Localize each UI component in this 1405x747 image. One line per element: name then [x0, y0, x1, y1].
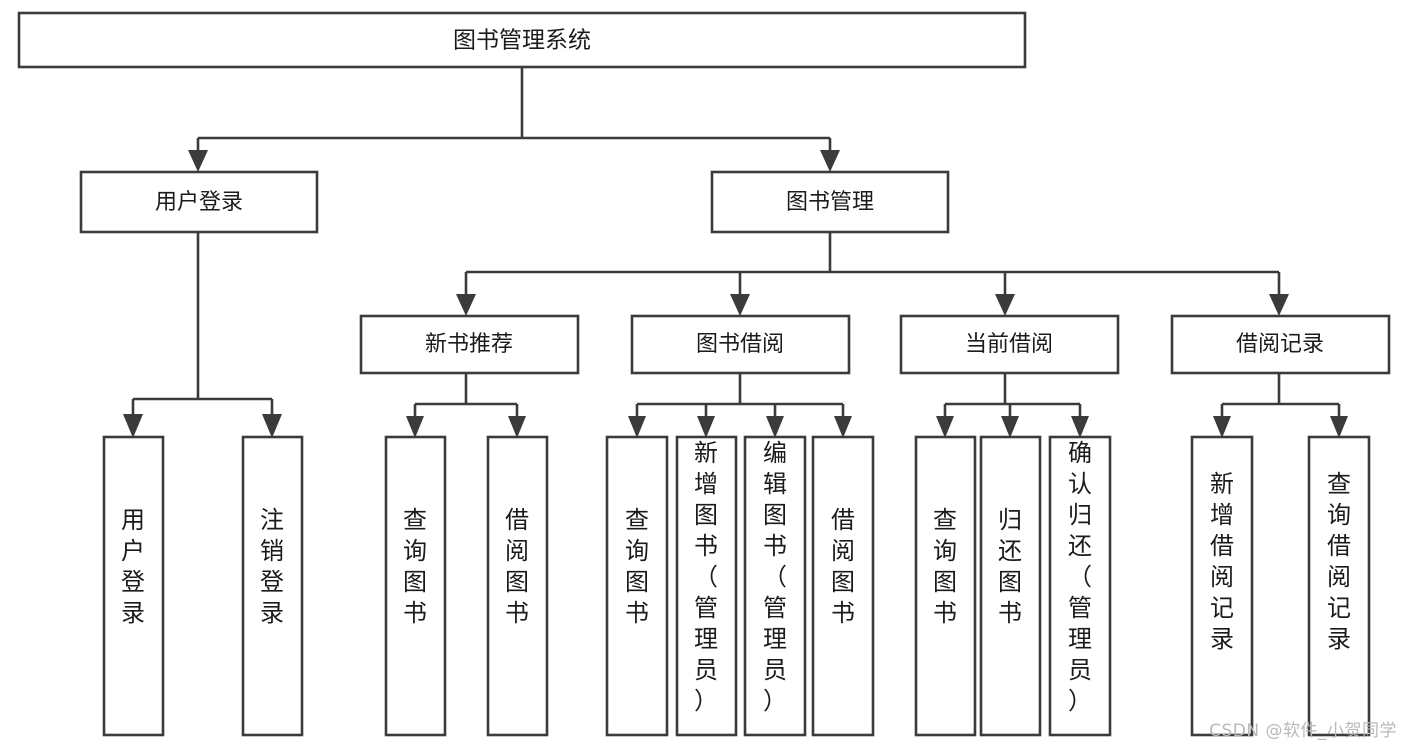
arrow-icon-new-book — [456, 294, 476, 316]
arrow-icon-leaf-return-book — [1001, 416, 1019, 438]
node-leaf-query-book-2-label: 查询图书 — [625, 506, 649, 627]
arrow-icon-leaf-user-logout — [262, 414, 282, 438]
node-leaf-borrow-book-2[interactable]: 借阅图书 — [811, 435, 875, 737]
arrow-icon-leaf-add-book — [697, 416, 715, 438]
node-leaf-query-book-3-label: 查询图书 — [933, 506, 957, 627]
node-leaf-edit-book[interactable]: 编辑图书（管理员） — [743, 435, 807, 737]
arrow-icon-leaf-query-book-3 — [936, 416, 954, 438]
arrow-icon-leaf-confirm-return — [1071, 416, 1089, 438]
node-current-borrow-label: 当前借阅 — [965, 332, 1053, 357]
node-leaf-add-record-box[interactable] — [1190, 435, 1254, 737]
node-leaf-return-book[interactable]: 归还图书 — [979, 435, 1042, 737]
node-user-login-box[interactable] — [79, 170, 319, 234]
arrow-icon-leaf-user-login — [123, 414, 143, 438]
node-leaf-add-book[interactable]: 新增图书（管理员） — [675, 435, 738, 737]
node-leaf-confirm-return-box[interactable] — [1048, 435, 1112, 737]
node-book-management-label: 图书管理 — [786, 190, 874, 215]
node-borrow-record[interactable]: 借阅记录 — [1170, 314, 1391, 375]
node-book-management[interactable]: 图书管理 — [710, 170, 950, 234]
arrow-icon-book-management — [820, 150, 840, 172]
arrow-icon-leaf-add-record — [1213, 416, 1231, 438]
node-leaf-user-logout-label: 注销登录 — [260, 506, 284, 627]
arrow-icon-leaf-borrow-book-2 — [834, 416, 852, 438]
node-leaf-borrow-book-2-box[interactable] — [811, 435, 875, 737]
node-leaf-user-logout[interactable]: 注销登录 — [241, 435, 304, 737]
node-leaf-user-login-box[interactable] — [102, 435, 165, 737]
node-leaf-borrow-book-1[interactable]: 借阅图书 — [486, 435, 549, 737]
arrow-icon-leaf-query-book-2 — [628, 416, 646, 438]
arrow-icon-leaf-query-record — [1330, 416, 1348, 438]
node-leaf-query-book-2[interactable]: 查询图书 — [605, 435, 669, 737]
node-current-borrow-box[interactable] — [899, 314, 1120, 375]
node-current-borrow[interactable]: 当前借阅 — [899, 314, 1120, 375]
node-borrow-record-label: 借阅记录 — [1236, 332, 1324, 357]
csdn-watermark: CSDN @软件_小贺同学 — [1209, 721, 1397, 741]
node-leaf-return-book-label: 归还图书 — [998, 506, 1022, 627]
node-leaf-query-book-3[interactable]: 查询图书 — [914, 435, 977, 737]
node-user-login[interactable]: 用户登录 — [79, 170, 319, 234]
node-leaf-return-book-box[interactable] — [979, 435, 1042, 737]
node-book-management-box[interactable] — [710, 170, 950, 234]
node-leaf-query-book-2-box[interactable] — [605, 435, 669, 737]
node-new-book-recommend-box[interactable] — [359, 314, 580, 375]
arrow-icon-leaf-edit-book — [766, 416, 784, 438]
arrow-icon-current-borrow — [995, 294, 1015, 316]
arrow-icon-user-login — [188, 150, 208, 172]
node-leaf-query-book-1[interactable]: 查询图书 — [384, 435, 447, 737]
arrowhead-layer — [123, 150, 1348, 438]
node-leaf-add-book-box[interactable] — [675, 435, 738, 737]
node-leaf-edit-book-box[interactable] — [743, 435, 807, 737]
node-leaf-edit-book-label: 编辑图书（管理员） — [763, 439, 787, 715]
node-borrow-record-box[interactable] — [1170, 314, 1391, 375]
node-leaf-query-book-1-box[interactable] — [384, 435, 447, 737]
node-leaf-query-book-3-box[interactable] — [914, 435, 977, 737]
node-leaf-user-login-label: 用户登录 — [121, 506, 145, 627]
node-leaf-query-record-label: 查询借阅记录 — [1327, 470, 1351, 653]
node-leaf-add-record[interactable]: 新增借阅记录 — [1190, 435, 1254, 737]
arrow-icon-book-borrow — [730, 294, 750, 316]
node-leaf-borrow-book-1-label: 借阅图书 — [505, 506, 529, 627]
arrow-icon-borrow-record — [1269, 294, 1289, 316]
node-leaf-confirm-return[interactable]: 确认归还（管理员） — [1048, 435, 1112, 737]
node-book-borrow-label: 图书借阅 — [696, 332, 784, 357]
node-leaf-user-login[interactable]: 用户登录 — [102, 435, 165, 737]
node-leaf-user-logout-box[interactable] — [241, 435, 304, 737]
leaf-node-group: 用户登录 注销登录 查询图书 借阅图书 查询图书 新增图书（管理员） — [102, 435, 1371, 737]
node-leaf-query-record-box[interactable] — [1307, 435, 1371, 737]
arrow-icon-leaf-query-book-1 — [406, 416, 424, 438]
node-book-borrow[interactable]: 图书借阅 — [630, 314, 851, 375]
node-new-book-recommend-label: 新书推荐 — [425, 332, 513, 357]
arrow-icon-leaf-borrow-book-1 — [508, 416, 526, 438]
node-user-login-label: 用户登录 — [155, 190, 243, 215]
node-leaf-borrow-book-2-label: 借阅图书 — [831, 506, 855, 627]
node-leaf-query-record[interactable]: 查询借阅记录 — [1307, 435, 1371, 737]
node-leaf-add-record-label: 新增借阅记录 — [1210, 470, 1234, 653]
node-root-box[interactable] — [17, 11, 1027, 69]
node-book-borrow-box[interactable] — [630, 314, 851, 375]
node-leaf-borrow-book-1-box[interactable] — [486, 435, 549, 737]
node-leaf-add-book-label: 新增图书（管理员） — [694, 439, 718, 715]
node-root[interactable]: 图书管理系统 — [17, 11, 1027, 69]
node-root-label: 图书管理系统 — [453, 28, 591, 54]
node-new-book-recommend[interactable]: 新书推荐 — [359, 314, 580, 375]
node-leaf-query-book-1-label: 查询图书 — [403, 506, 427, 627]
node-leaf-confirm-return-label: 确认归还（管理员） — [1068, 439, 1092, 715]
